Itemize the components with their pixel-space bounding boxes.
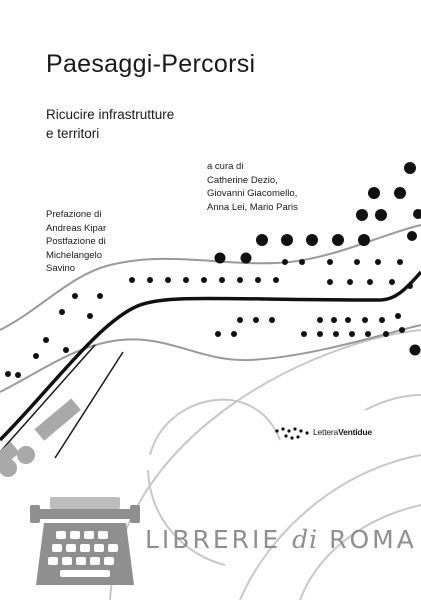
publisher-name-bold: Ventidue [338, 427, 372, 437]
editors-intro: a cura di [207, 161, 244, 172]
dot-pattern [5, 162, 421, 378]
subtitle-line: Ricucire infrastrutture [46, 107, 175, 122]
watermark-word: ROMA [329, 525, 417, 554]
watermark-word: LIBRERIE [145, 525, 282, 554]
book-title: Paesaggi-Percorsi [46, 50, 256, 78]
watermark-text: LIBRERIE di ROMA [145, 525, 417, 554]
preface-line: Andreas Kipar [46, 222, 107, 234]
watermark-word-italic: di [292, 525, 319, 554]
publisher-name-light: Lettera [313, 427, 339, 437]
grey-lines [0, 224, 421, 393]
publisher-dots-icon [275, 427, 309, 440]
main-route-line [0, 270, 421, 442]
book-subtitle: Ricucire infrastrutture e territori [46, 105, 174, 143]
preface-line: Postfazione di [46, 236, 106, 247]
preface-line: Savino [46, 263, 76, 274]
subtitle-line: e territori [46, 126, 100, 141]
editor-line: Catherine Dezio, [207, 174, 278, 186]
grey-blocks [0, 398, 81, 477]
preface-line: Michelangelo [46, 249, 102, 261]
typewriter-icon [30, 497, 140, 585]
publisher-name: LetteraVentidue [313, 427, 372, 437]
preface-line: Prefazione di [46, 209, 102, 220]
editor-line: Giovanni Giacomello, [207, 188, 298, 199]
diagonal-lines [0, 344, 124, 459]
editor-line: Anna Lei, Mario Paris [207, 201, 298, 213]
preface-credits: Prefazione di Andreas Kipar Postfazione … [46, 208, 106, 276]
editors-block: a cura di Catherine Dezio, Giovanni Giac… [207, 160, 298, 214]
watermark: LIBRERIE di ROMA [30, 497, 414, 587]
